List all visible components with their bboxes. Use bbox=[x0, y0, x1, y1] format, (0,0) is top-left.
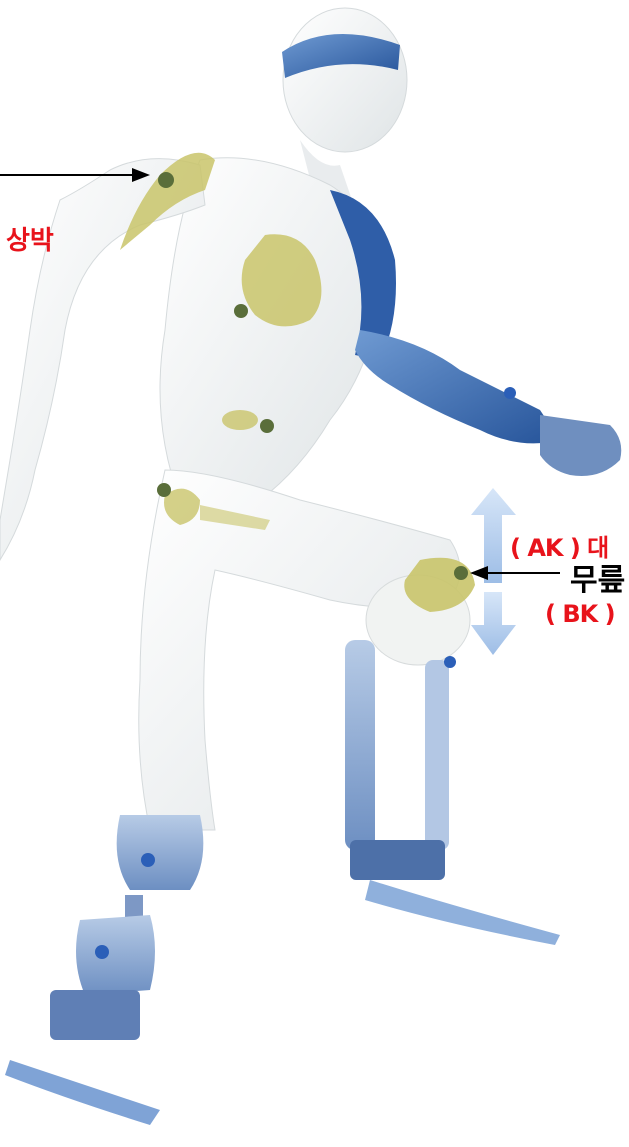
label-bk: ( BK ) bbox=[545, 600, 615, 628]
lower-leg-prosthesis bbox=[5, 815, 203, 1125]
below-knee-prosthesis bbox=[345, 640, 560, 945]
label-upper-arm: 상박 bbox=[6, 220, 54, 257]
prosthetic-arm bbox=[355, 330, 560, 443]
label-knee: 무릎 bbox=[570, 555, 625, 599]
prosthetic-hand bbox=[540, 415, 621, 476]
